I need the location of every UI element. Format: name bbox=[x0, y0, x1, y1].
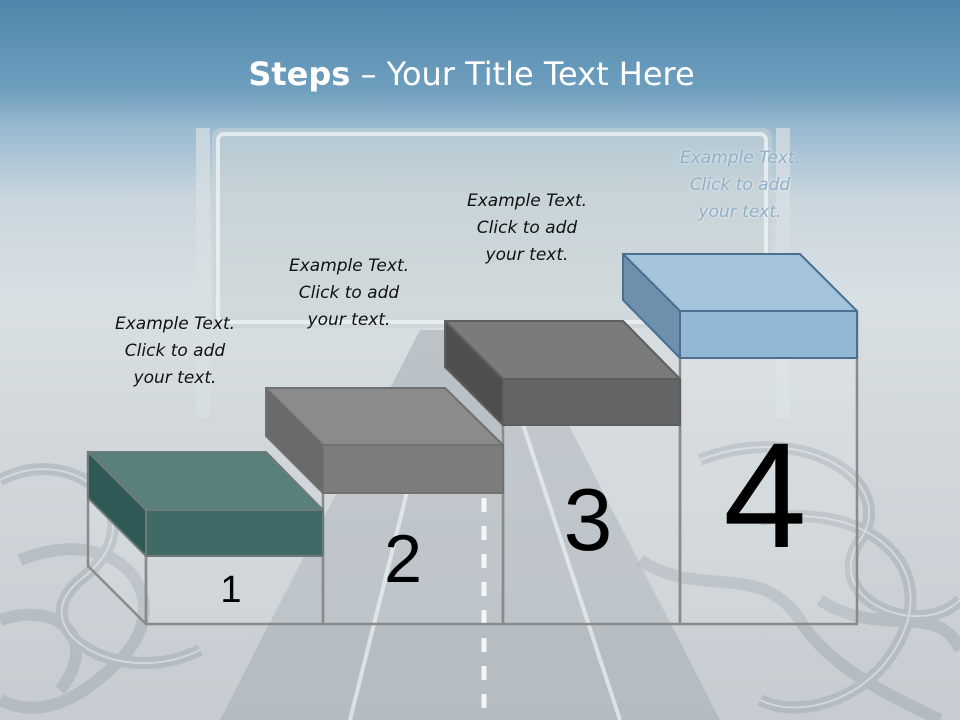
step-4-caption[interactable]: Example Text. Click to add your text. bbox=[679, 148, 801, 222]
step-4-block[interactable] bbox=[622, 253, 858, 359]
step-1-caption[interactable]: Example Text. Click to add your text. bbox=[114, 314, 236, 388]
title-rest: – Your Title Text Here bbox=[350, 55, 695, 93]
road bbox=[220, 330, 720, 720]
slide-title[interactable]: Steps – Your Title Text Here bbox=[0, 55, 943, 93]
step-4-number: 4 bbox=[723, 411, 807, 579]
step-3-block[interactable] bbox=[444, 320, 681, 426]
step-3-number: 3 bbox=[563, 470, 613, 569]
step-3-caption[interactable]: Example Text. Click to add your text. bbox=[466, 191, 588, 265]
step-4-front bbox=[678, 310, 859, 626]
step-2-block[interactable] bbox=[265, 387, 504, 494]
step-1-block[interactable] bbox=[87, 451, 324, 557]
step-2-number: 2 bbox=[384, 521, 422, 597]
title-bold: Steps bbox=[248, 55, 351, 93]
step-1-number: 1 bbox=[220, 569, 242, 611]
step-2-caption[interactable]: Example Text. Click to add your text. bbox=[288, 256, 410, 330]
